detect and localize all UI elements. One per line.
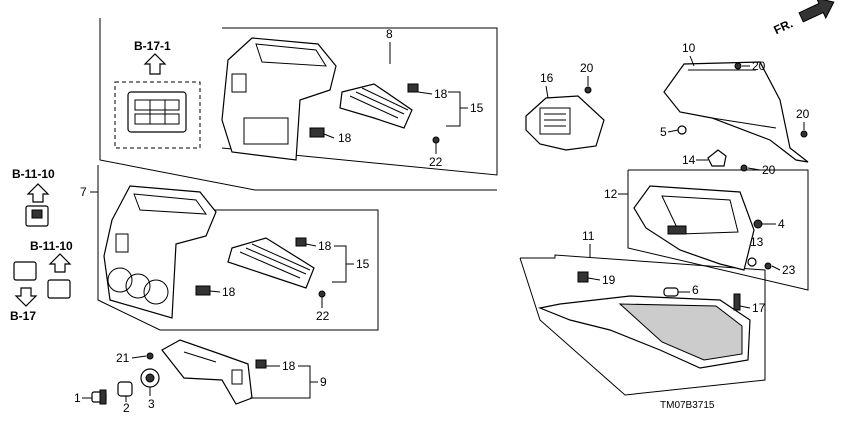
callout-3: 3: [148, 397, 155, 411]
callout-9: 9: [320, 375, 327, 389]
clip-19-icon: [577, 271, 589, 283]
b17-1-switch-panel: [127, 91, 187, 133]
callout-15b: 15: [356, 257, 370, 271]
bracket-part-14: [707, 149, 727, 167]
stop-part-4-icon: [753, 219, 763, 229]
callout-20b: 20: [752, 59, 766, 73]
callout-7: 7: [80, 185, 87, 199]
up-arrow-b17-1: [143, 53, 167, 75]
screw-20d-icon: [740, 164, 748, 172]
callout-18a: 18: [434, 87, 448, 101]
callout-22b: 22: [316, 309, 330, 323]
callout-14: 14: [682, 153, 696, 167]
callout-13: 13: [750, 235, 764, 249]
lower-bezel-part-9: [161, 339, 253, 405]
callout-21: 21: [116, 351, 130, 365]
clip-18e-icon: [255, 359, 267, 369]
screw-20b-icon: [734, 62, 742, 70]
clip-5-icon: [677, 125, 687, 135]
clip-18c-icon: [295, 237, 307, 247]
lower-center-panel: [103, 185, 217, 319]
screw-23-icon: [764, 262, 772, 270]
callout-4: 4: [778, 217, 785, 231]
screw-20c-icon: [800, 130, 808, 138]
clip-17-icon: [733, 293, 741, 311]
screw-20a-icon: [584, 86, 592, 94]
socket-part-1: [91, 389, 107, 405]
callout-18e: 18: [282, 359, 296, 373]
callout-22a: 22: [429, 155, 443, 169]
front-direction-label: FR.: [771, 16, 794, 37]
ref-b17: B-17: [10, 309, 36, 323]
screw-22b-icon: [318, 290, 326, 298]
trim-part-10: [663, 61, 809, 163]
lower-air-vent: [227, 237, 315, 289]
upper-center-panel: [221, 37, 337, 161]
lower-cover-part-11: [537, 295, 751, 369]
knob-part-3: [140, 368, 160, 388]
ref-b11-10-bottom: B-11-10: [30, 239, 73, 253]
upper-air-vent: [339, 83, 413, 129]
front-direction-arrow: FR.: [771, 0, 835, 37]
drawing-code: TM07B3715: [660, 400, 715, 411]
callout-12: 12: [604, 187, 618, 201]
ref-b11-10-top: B-11-10: [12, 167, 55, 181]
callout-11: 11: [582, 229, 595, 243]
callout-15a: 15: [470, 101, 484, 115]
up-arrow-b11-10-bottom: [48, 253, 72, 273]
callout-19: 19: [602, 273, 616, 287]
callout-20d: 20: [762, 163, 776, 177]
callout-2: 2: [123, 401, 130, 415]
callout-1: 1: [74, 391, 81, 405]
b17-1-dashed-box: [114, 81, 201, 149]
clip-18d-icon: [195, 285, 211, 296]
callout-18b: 18: [338, 131, 352, 145]
section-frames: [97, 18, 809, 396]
screw-21-icon: [146, 352, 154, 360]
callout-20a: 20: [580, 61, 594, 75]
callout-18c: 18: [318, 239, 332, 253]
stopper-6-icon: [663, 287, 679, 297]
glove-box-part-12: [633, 185, 755, 271]
clip-18b-icon: [309, 127, 325, 138]
socket-part-2: [117, 381, 133, 397]
callout-6: 6: [692, 283, 699, 297]
down-arrow-b17: [14, 287, 38, 307]
callout-8: 8: [386, 27, 393, 41]
switch-right: [47, 279, 71, 299]
callout-5: 5: [660, 125, 667, 139]
screw-22a-icon: [432, 136, 440, 144]
clip-18a-icon: [407, 83, 419, 93]
bracket-part-16: [525, 95, 605, 151]
damper-13-icon: [747, 257, 757, 267]
callout-10: 10: [682, 41, 696, 55]
switch-left: [13, 261, 37, 281]
up-arrow-b11-10-top: [26, 183, 50, 203]
callout-23: 23: [782, 263, 796, 277]
callout-17: 17: [752, 301, 766, 315]
callout-16: 16: [540, 71, 554, 85]
callout-18d: 18: [222, 285, 236, 299]
callout-20c: 20: [796, 107, 810, 121]
ref-b17-1: B-17-1: [134, 39, 171, 53]
